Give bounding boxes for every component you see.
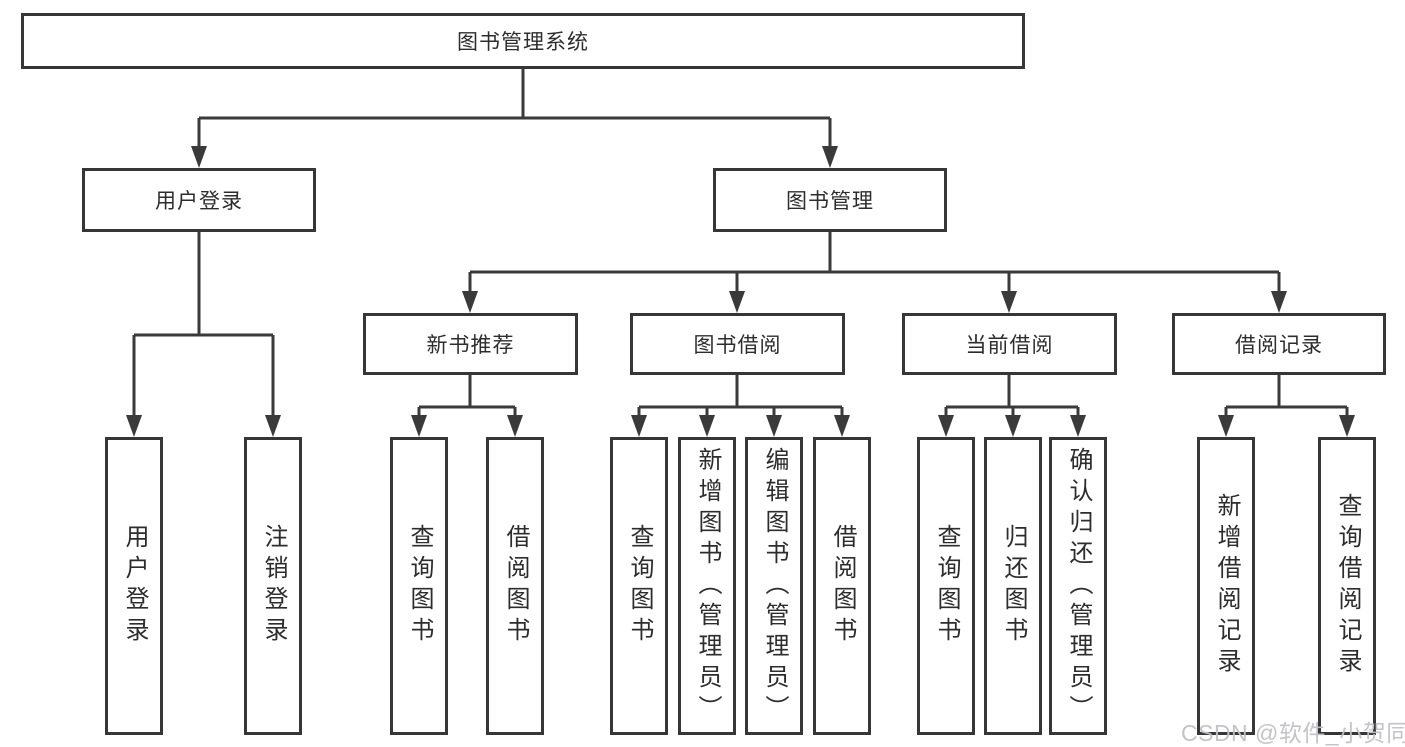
leaf-confirm-return-admin: 确认归还（管理员） [1049,437,1107,735]
leaf-query-books-borrowing-label: 查询图书 [626,524,653,648]
leaf-query-borrow-record: 查询借阅记录 [1318,437,1376,735]
node-book-management-branch: 图书管理 [713,168,947,232]
leaf-edit-books-admin-label: 编辑图书（管理员） [761,446,788,726]
leaf-query-books-recommend-label: 查询图书 [406,524,433,648]
leaf-add-borrow-record: 新增借阅记录 [1197,437,1255,735]
leaf-borrow-books-label: 借阅图书 [829,524,856,648]
leaf-query-books-recommend: 查询图书 [390,437,448,735]
leaf-query-books-current-label: 查询图书 [933,524,960,648]
leaf-edit-books-admin: 编辑图书（管理员） [745,437,803,735]
node-current-borrowing: 当前借阅 [902,313,1117,375]
leaf-user-login-label: 用户登录 [121,524,148,648]
leaf-logout-label: 注销登录 [260,524,287,648]
csdn-watermark: CSDN @软件_小贺同学 [1181,720,1405,746]
leaf-confirm-return-admin-label: 确认归还（管理员） [1065,446,1092,726]
leaf-borrow-books-recommend-label: 借阅图书 [502,524,529,648]
leaf-add-books-admin: 新增图书（管理员） [678,437,736,735]
leaf-query-books-current: 查询图书 [917,437,975,735]
leaf-query-books-borrowing: 查询图书 [610,437,668,735]
leaf-borrow-books-recommend: 借阅图书 [486,437,544,735]
node-user-login-branch: 用户登录 [82,168,316,232]
leaf-borrow-books: 借阅图书 [813,437,871,735]
node-borrowing-records: 借阅记录 [1172,313,1386,375]
node-book-borrowing: 图书借阅 [630,313,845,375]
leaf-user-login: 用户登录 [105,437,163,735]
leaf-add-books-admin-label: 新增图书（管理员） [694,446,721,726]
leaf-query-borrow-record-label: 查询借阅记录 [1334,493,1361,679]
leaf-add-borrow-record-label: 新增借阅记录 [1213,493,1240,679]
node-new-book-recommendation: 新书推荐 [363,313,578,375]
leaf-logout: 注销登录 [244,437,302,735]
leaf-return-books-label: 归还图书 [1000,524,1027,648]
leaf-return-books: 归还图书 [984,437,1042,735]
node-library-management-system: 图书管理系统 [21,13,1025,69]
